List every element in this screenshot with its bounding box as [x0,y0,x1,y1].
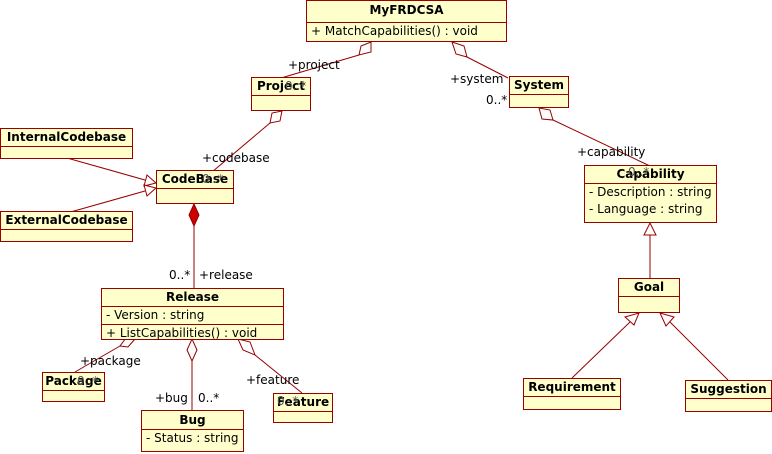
class-name: Feature [276,395,330,409]
multiplicity-label-feature: 0..* [277,394,299,408]
aggregation-diamond-release-feature [237,338,256,356]
multiplicity-label-package: 0..* [77,374,99,388]
empty-section [274,411,332,423]
edge-external-codebase [66,190,146,214]
generalization-arrow-requirement [623,312,640,326]
class-name: Package [45,374,102,388]
aggregation-diamond-system-capability [538,107,554,121]
attributes-section: - Description : string - Language : stri… [585,183,716,218]
aggregation-diamond-myfrdcsa-project [358,41,372,56]
empty-section [619,296,679,313]
edge-suggestion-goal [669,321,729,381]
attributes-section: - Status : string [142,429,243,447]
edge-project-codebase [211,122,271,173]
class-external-codebase[interactable]: ExternalCodebase [0,211,133,242]
aggregation-diamond-project-codebase [269,110,283,124]
class-name: Project [256,79,306,93]
class-name: CodeBase [161,172,229,186]
class-name: InternalCodebase [6,130,127,144]
operation-row: + ListCapabilities() : void [106,326,258,340]
class-project[interactable]: Project [251,77,311,111]
class-myfrdcsa[interactable]: MyFRDCSA + MatchCapabilities() : void [306,0,507,42]
role-label-capability: +capability [577,145,646,159]
role-label-codebase: +codebase [202,151,270,165]
class-name: Release [165,290,219,304]
edge-release-package [74,345,121,373]
multiplicity-label-codebase: 0..* [202,172,224,186]
class-internal-codebase[interactable]: InternalCodebase [0,128,133,159]
empty-section [510,94,568,108]
multiplicity-label-capability: 0..* [628,165,650,179]
empty-section [686,398,771,412]
class-name: Capability [616,167,685,181]
empty-section [1,229,132,242]
class-system[interactable]: System [509,76,569,108]
operations-section: + ListCapabilities() : void [102,324,283,342]
edge-myfrdcsa-project [280,54,360,79]
multiplicity-label-bug: 0..* [198,391,220,405]
edge-internal-codebase [66,157,146,181]
class-name: Goal [633,280,665,294]
generalization-arrow-external [143,184,158,197]
aggregation-diamond-release-bug [186,337,198,363]
class-package[interactable]: Package [42,372,105,402]
class-name: Suggestion [690,382,767,396]
attribute-row: - Version : string [106,308,205,322]
edge-requirement-goal [571,321,631,379]
generalization-arrow-suggestion [659,312,675,327]
class-release[interactable]: Release - Version : string + ListCapabil… [101,288,284,340]
attribute-row: - Description : string [589,185,712,199]
empty-section [252,95,310,111]
class-capability[interactable]: Capability - Description : string - Lang… [584,165,717,223]
edge-release-feature [254,354,303,394]
class-name: MyFRDCSA [369,3,444,17]
role-label-bug: +bug [155,391,188,405]
role-label-release: +release [199,268,253,282]
class-name: Bug [179,413,206,427]
edge-system-capability [552,119,651,167]
class-codebase[interactable]: CodeBase [156,170,234,204]
multiplicity-label-project: 0..* [285,79,307,93]
multiplicity-label-release: 0..* [169,268,191,282]
generalization-arrow-internal [143,174,158,187]
operations-section: + MatchCapabilities() : void [307,22,506,40]
class-name: System [514,78,564,92]
operation-row: + MatchCapabilities() : void [311,24,478,38]
edge-myfrdcsa-system [466,56,509,79]
empty-section [157,188,233,204]
attribute-row: - Status : string [146,431,239,445]
role-label-feature: +feature [246,373,300,387]
empty-section [524,396,620,410]
class-suggestion[interactable]: Suggestion [685,380,772,412]
class-requirement[interactable]: Requirement [523,378,621,410]
class-goal[interactable]: Goal [618,278,680,313]
class-name: Requirement [528,380,616,394]
role-label-system: +system [450,72,504,86]
aggregation-diamond-myfrdcsa-system [451,41,468,58]
role-label-project: +project [288,58,340,72]
class-bug[interactable]: Bug - Status : string [141,410,244,452]
class-name: ExternalCodebase [5,213,128,227]
attributes-section: - Version : string [102,306,283,324]
generalization-arrow-goal [643,221,657,236]
attribute-row: - Language : string [589,202,703,216]
empty-section [1,146,132,159]
role-label-package: +package [80,354,141,368]
multiplicity-label-system: 0..* [486,93,508,107]
composition-diamond-codebase-release [188,202,200,228]
empty-section [43,390,104,402]
class-feature[interactable]: Feature [273,393,333,423]
